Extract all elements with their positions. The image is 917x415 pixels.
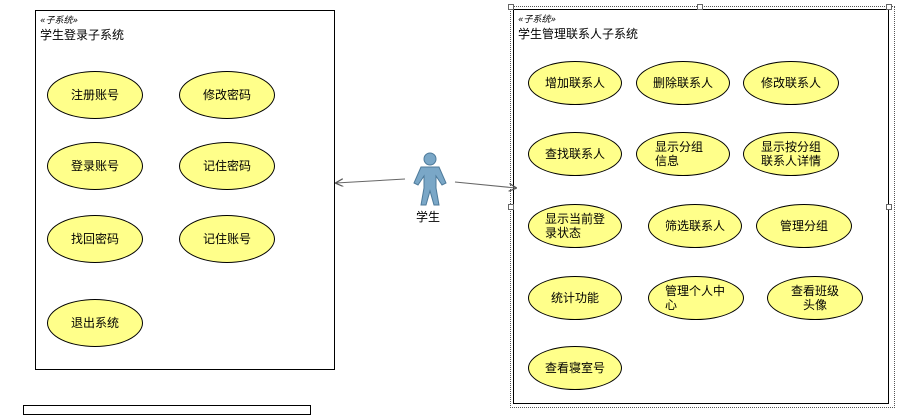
- resize-handle-w[interactable]: [508, 204, 514, 210]
- use-case-remember-password[interactable]: 记住密码: [179, 142, 275, 190]
- association-to-contact-subsystem: [454, 181, 516, 188]
- resize-handle-n[interactable]: [697, 4, 703, 10]
- use-case-modify-contact[interactable]: 修改联系人: [743, 61, 839, 105]
- use-case-view-class-avatar[interactable]: 查看班级头像: [767, 276, 863, 320]
- actor-icon: [413, 152, 447, 206]
- login-subsystem-stereotype: «子系统»: [40, 16, 79, 26]
- resize-handle-nw[interactable]: [508, 4, 514, 10]
- contact-subsystem-stereotype: «子系统»: [518, 15, 557, 25]
- use-case-login-account[interactable]: 登录账号: [47, 142, 143, 190]
- actor-label: 学生: [416, 210, 441, 224]
- use-case-recover-password[interactable]: 找回密码: [47, 215, 143, 263]
- use-case-add-contact[interactable]: 增加联系人: [528, 61, 622, 105]
- use-case-change-password[interactable]: 修改密码: [179, 71, 275, 119]
- use-case-find-contact[interactable]: 查找联系人: [528, 132, 622, 176]
- login-subsystem-title: 学生登录子系统: [40, 28, 125, 42]
- use-case-manage-personal-center[interactable]: 管理个人中心: [648, 276, 744, 320]
- resize-handle-ne[interactable]: [886, 4, 892, 10]
- use-case-show-group-info[interactable]: 显示分组信息: [636, 132, 730, 176]
- use-case-statistics[interactable]: 统计功能: [528, 276, 622, 320]
- use-case-exit-system[interactable]: 退出系统: [47, 299, 143, 347]
- partial-element-bottom: [23, 405, 311, 415]
- contact-subsystem-title: 学生管理联系人子系统: [518, 27, 639, 41]
- use-case-show-contact-details-by-group[interactable]: 显示按分组联系人详情: [743, 132, 839, 176]
- association-to-login-subsystem: [336, 178, 406, 183]
- use-case-register-account[interactable]: 注册账号: [47, 71, 143, 119]
- use-case-view-dorm-number[interactable]: 查看寝室号: [528, 346, 622, 390]
- use-case-show-login-status[interactable]: 显示当前登录状态: [528, 204, 622, 248]
- use-case-filter-contacts[interactable]: 筛选联系人: [648, 204, 742, 248]
- resize-handle-e[interactable]: [886, 204, 892, 210]
- use-case-remember-account[interactable]: 记住账号: [179, 215, 275, 263]
- use-case-delete-contact[interactable]: 删除联系人: [636, 61, 730, 105]
- use-case-manage-groups[interactable]: 管理分组: [756, 204, 852, 248]
